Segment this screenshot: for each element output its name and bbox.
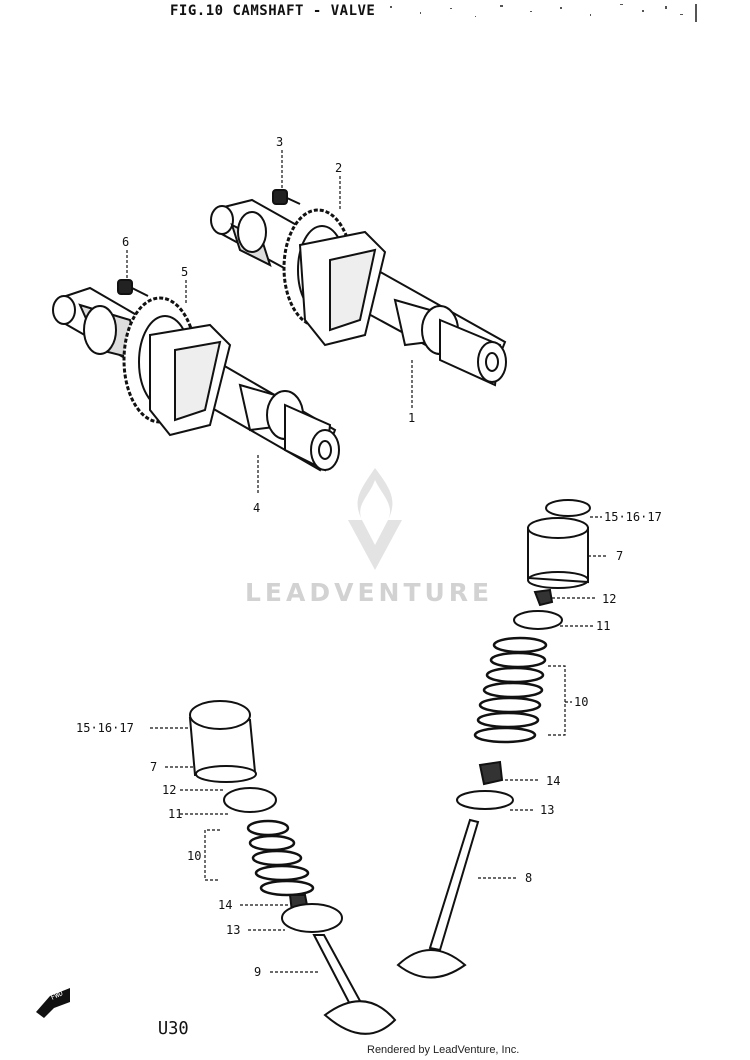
callout-1: 1 (408, 411, 416, 425)
callout-8: 8 (525, 871, 533, 885)
callout-3: 3 (276, 135, 284, 149)
footer-credit: Rendered by LeadVenture, Inc. (367, 1044, 520, 1056)
callout-4: 4 (253, 501, 261, 515)
callout-11-right: 11 (596, 619, 611, 633)
leader-lines (126, 150, 608, 973)
callout-14-left: 14 (218, 898, 233, 912)
callout-15-16-17-left: 15·16·17 (76, 721, 134, 735)
callout-5: 5 (181, 265, 189, 279)
callout-2: 2 (335, 161, 343, 175)
callout-12-right: 12 (602, 592, 617, 606)
callout-6: 6 (122, 235, 130, 249)
scan-noise (390, 4, 697, 22)
watermark-logo (348, 468, 402, 570)
camshaft-exhaust (210, 189, 507, 387)
callout-12-left: 12 (162, 783, 177, 797)
callout-14-right: 14 (546, 774, 561, 788)
callout-7-right: 7 (616, 549, 624, 563)
callout-13-right: 13 (540, 803, 555, 817)
callout-11-left: 11 (168, 807, 183, 821)
watermark-text: LEADVENTURE (245, 578, 494, 607)
camshaft-intake (52, 279, 340, 472)
forward-arrow-icon: FWD (36, 988, 70, 1018)
valve-assembly-right (396, 499, 591, 979)
valve-assembly-left (188, 700, 397, 1035)
figure-title: FIG.10 CAMSHAFT - VALVE (170, 3, 376, 19)
callout-10-left: 10 (187, 849, 202, 863)
callout-13-left: 13 (226, 923, 241, 937)
diagram-code: U30 (157, 1018, 189, 1039)
callout-7-left: 7 (150, 760, 158, 774)
callout-9: 9 (254, 965, 262, 979)
callout-10-right: 10 (574, 695, 589, 709)
callout-15-16-17-right: 15·16·17 (604, 510, 662, 524)
